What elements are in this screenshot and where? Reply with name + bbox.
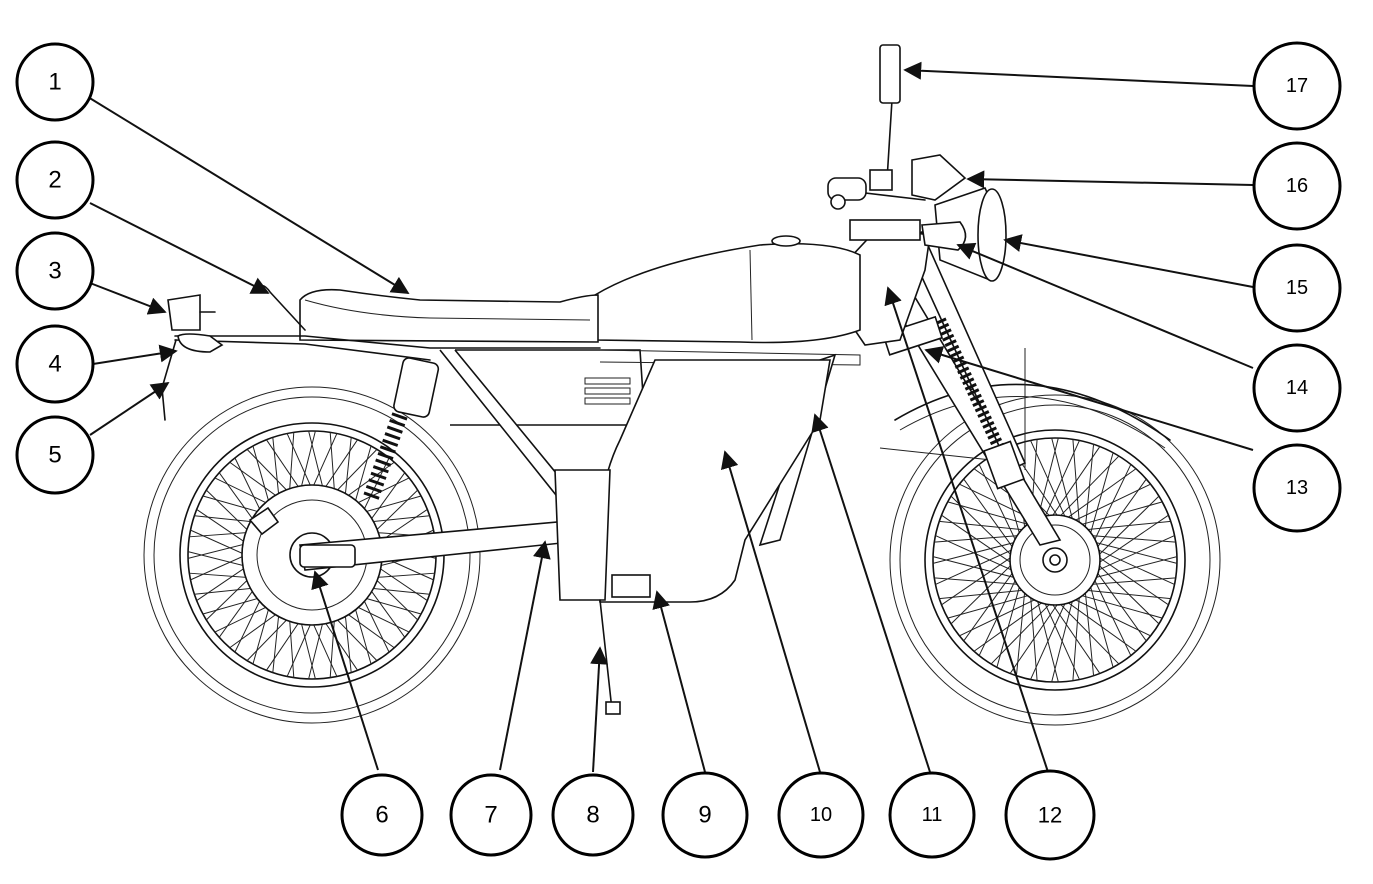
front-wheel xyxy=(889,394,1221,726)
callout-1-label: 1 xyxy=(48,69,61,96)
grab-handle xyxy=(254,284,306,331)
leader-line-5 xyxy=(89,382,170,436)
callout-17: 17 xyxy=(1252,41,1342,131)
callout-8: 8 xyxy=(551,773,635,857)
leader-line-1 xyxy=(87,96,410,294)
callout-5-label: 5 xyxy=(48,442,61,469)
callout-15-label: 15 xyxy=(1286,277,1308,299)
rear-indicator xyxy=(167,294,216,331)
leader-line-13 xyxy=(924,346,1254,451)
leader-line-6 xyxy=(311,570,379,771)
callout-9: 9 xyxy=(661,771,749,859)
seat xyxy=(299,288,599,343)
callout-16: 16 xyxy=(1252,141,1342,231)
leader-line-17 xyxy=(903,61,1254,87)
handlebar xyxy=(827,154,967,210)
callout-1: 1 xyxy=(15,42,95,122)
leader-line-9 xyxy=(652,590,706,773)
callout-14: 14 xyxy=(1252,343,1342,433)
callout-5: 5 xyxy=(15,415,95,495)
tail-light xyxy=(161,333,224,421)
leader-line-16 xyxy=(966,170,1254,189)
callout-16-label: 16 xyxy=(1286,175,1308,197)
callout-13: 13 xyxy=(1252,443,1342,533)
callout-12: 12 xyxy=(1004,769,1096,861)
callout-8-label: 8 xyxy=(586,802,599,829)
callout-11: 11 xyxy=(888,771,976,859)
leader-line-7 xyxy=(499,540,551,771)
leader-line-12 xyxy=(884,286,1049,773)
callout-4: 4 xyxy=(15,324,95,404)
leader-line-11 xyxy=(811,413,931,773)
leader-line-2 xyxy=(89,202,270,294)
callout-10-label: 10 xyxy=(810,804,832,826)
callout-12-label: 12 xyxy=(1038,803,1062,828)
callout-7-label: 7 xyxy=(484,802,497,829)
leader-line-3 xyxy=(89,282,167,315)
leader-line-15 xyxy=(1003,234,1254,288)
callout-3: 3 xyxy=(15,231,95,311)
leader-line-4 xyxy=(92,344,178,365)
callout-13-label: 13 xyxy=(1286,477,1308,499)
leader-line-14 xyxy=(956,242,1254,369)
callout-15: 15 xyxy=(1252,243,1342,333)
callout-11-label: 11 xyxy=(922,804,943,826)
callout-3-label: 3 xyxy=(48,258,61,285)
mirror xyxy=(869,44,901,191)
leader-line-10 xyxy=(720,450,821,773)
leader-lines xyxy=(87,61,1254,773)
leader-line-8 xyxy=(590,646,609,773)
footpeg xyxy=(611,574,651,598)
callout-7: 7 xyxy=(449,773,533,857)
callout-4-label: 4 xyxy=(48,351,61,378)
front-fender xyxy=(894,383,1171,441)
fuel-tank xyxy=(594,242,861,344)
callout-17-label: 17 xyxy=(1286,75,1308,97)
callout-9-label: 9 xyxy=(698,802,711,829)
callout-10: 10 xyxy=(777,771,865,859)
callout-2: 2 xyxy=(15,140,95,220)
callout-6: 6 xyxy=(340,773,424,857)
rear-shock xyxy=(362,357,440,503)
callout-6-label: 6 xyxy=(375,802,388,829)
motorcycle-drawing xyxy=(143,44,1221,726)
callout-14-label: 14 xyxy=(1286,377,1308,399)
headlight xyxy=(921,187,1007,282)
callout-2-label: 2 xyxy=(48,167,61,194)
